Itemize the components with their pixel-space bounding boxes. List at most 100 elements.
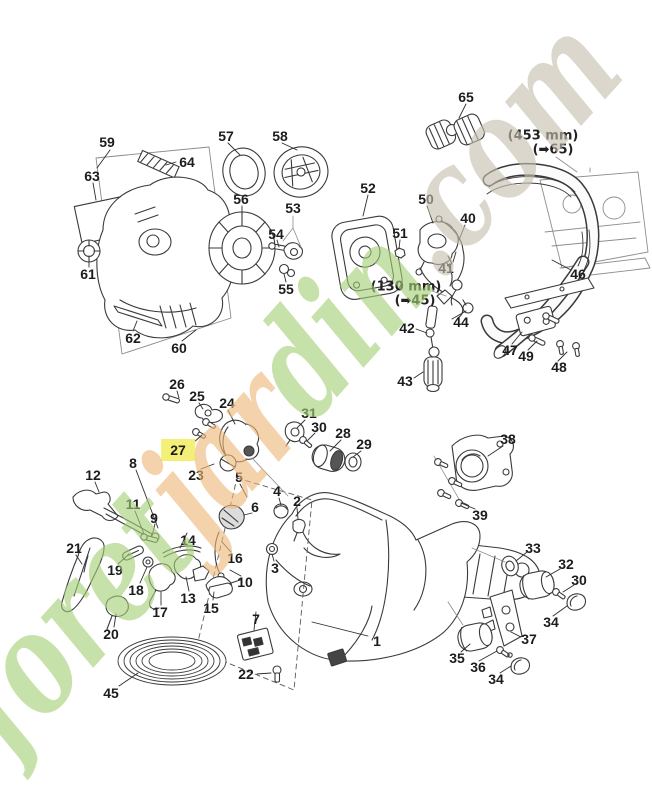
part-label-6[interactable]: 6 — [251, 499, 259, 515]
part-label-1[interactable]: 1 — [373, 633, 381, 649]
part-label-16[interactable]: 16 — [227, 550, 243, 566]
part-53-54-55-art — [267, 241, 302, 276]
part-40-art — [436, 216, 464, 305]
part-label-42[interactable]: 42 — [399, 320, 415, 336]
part-36-art — [494, 644, 512, 660]
part-label-58[interactable]: 58 — [272, 128, 288, 144]
part-39-art — [432, 456, 471, 512]
part-64-art — [138, 150, 179, 177]
part-label-13[interactable]: 13 — [180, 590, 196, 606]
part-14-art — [163, 546, 201, 557]
leader-lines — [76, 104, 574, 686]
part-23-art — [220, 455, 236, 471]
part-label-3[interactable]: 3 — [271, 560, 279, 576]
part-label-9[interactable]: 9 — [150, 510, 158, 526]
part-label-43[interactable]: 43 — [397, 373, 413, 389]
part-label-4[interactable]: 4 — [273, 483, 281, 499]
part-56-art — [209, 212, 275, 284]
part-label-48[interactable]: 48 — [551, 359, 567, 375]
part-label-36[interactable]: 36 — [470, 659, 486, 675]
part-15-art — [209, 583, 232, 598]
part-label-57[interactable]: 57 — [218, 128, 234, 144]
part-34b-art — [510, 657, 531, 675]
part-label-31[interactable]: 31 — [301, 405, 317, 421]
part-label-54[interactable]: 54 — [268, 226, 284, 242]
part-3-art — [267, 544, 278, 555]
part-label-5[interactable]: 5 — [235, 469, 243, 485]
part-label-15[interactable]: 15 — [203, 600, 219, 616]
part-label-49[interactable]: 49 — [518, 348, 534, 364]
part-label-22[interactable]: 22 — [238, 666, 254, 682]
part-label-20[interactable]: 20 — [103, 626, 119, 642]
part-label-39[interactable]: 39 — [472, 507, 488, 523]
part-label-65[interactable]: 65 — [458, 89, 474, 105]
part-label-28[interactable]: 28 — [335, 425, 351, 441]
part-label-27[interactable]: 27 — [161, 439, 195, 461]
part-label-30[interactable]: 30 — [311, 419, 327, 435]
part-label-29[interactable]: 29 — [356, 436, 372, 452]
part-label-64[interactable]: 64 — [179, 154, 195, 170]
part-label-53[interactable]: 53 — [285, 200, 301, 216]
part-label-35[interactable]: 35 — [449, 650, 465, 666]
part-label-34b[interactable]: 34 — [488, 671, 504, 687]
part-label-25[interactable]: 25 — [189, 388, 205, 404]
part-label-2[interactable]: 2 — [293, 493, 301, 509]
part-50-art — [416, 222, 458, 275]
part-label-34[interactable]: 34 — [543, 614, 559, 630]
part-label-7[interactable]: 7 — [252, 611, 260, 627]
part-label-37[interactable]: 37 — [521, 631, 537, 647]
part-label-46[interactable]: 46 — [570, 266, 586, 282]
part-18-art — [143, 557, 153, 567]
part-6-art — [219, 505, 244, 529]
part-label-11[interactable]: 11 — [125, 496, 141, 512]
part-label-52[interactable]: 52 — [360, 180, 376, 196]
part-label-19[interactable]: 19 — [107, 562, 123, 578]
part-label-50[interactable]: 50 — [418, 191, 434, 207]
part-20-art — [106, 596, 128, 629]
part-22-art — [273, 666, 281, 682]
part-label-30b[interactable]: 30 — [571, 572, 587, 588]
part-42-43-44-art — [420, 268, 473, 392]
part-12-art — [73, 490, 159, 541]
construction-lines — [252, 157, 577, 625]
part-65-art — [424, 106, 487, 158]
part-label-8[interactable]: 8 — [129, 455, 137, 471]
part-label-51[interactable]: 51 — [392, 225, 408, 241]
part-24-art — [215, 416, 259, 465]
part-label-61[interactable]: 61 — [80, 266, 96, 282]
part-label-33[interactable]: 33 — [525, 540, 541, 556]
part-34-art — [566, 593, 587, 611]
part-label-23[interactable]: 23 — [188, 467, 204, 483]
part-label-14[interactable]: 14 — [180, 532, 196, 548]
part-47-48-49-art — [505, 278, 594, 358]
part-label-62[interactable]: 62 — [125, 330, 141, 346]
part-label-44[interactable]: 44 — [453, 314, 469, 330]
part-label-45[interactable]: 45 — [103, 685, 119, 701]
part-label-12[interactable]: 12 — [85, 467, 101, 483]
part-label-32[interactable]: 32 — [558, 556, 574, 572]
part-label-55[interactable]: 55 — [278, 281, 294, 297]
part-label-10[interactable]: 10 — [237, 574, 253, 590]
part-label-41[interactable]: 41 — [438, 260, 454, 276]
part-label-17[interactable]: 17 — [152, 604, 168, 620]
part-label-40[interactable]: 40 — [460, 210, 476, 226]
part-label-21[interactable]: 21 — [66, 540, 82, 556]
part-29-art — [345, 453, 361, 471]
part-label-26[interactable]: 26 — [169, 376, 185, 392]
part-13-art — [174, 555, 209, 581]
part-label-56[interactable]: 56 — [233, 191, 249, 207]
part-label-38[interactable]: 38 — [500, 431, 516, 447]
part-28-art — [309, 442, 347, 474]
part-45-art — [118, 637, 226, 685]
part-label-18[interactable]: 18 — [128, 582, 144, 598]
part-4-art — [274, 504, 288, 518]
part-label-47[interactable]: 47 — [502, 342, 518, 358]
part-label-60[interactable]: 60 — [171, 340, 187, 356]
part-label-59[interactable]: 59 — [99, 134, 115, 150]
part-label-63[interactable]: 63 — [84, 168, 100, 184]
part-label-24[interactable]: 24 — [219, 395, 235, 411]
part-62-art — [114, 306, 162, 326]
part-30b-art — [550, 586, 568, 602]
